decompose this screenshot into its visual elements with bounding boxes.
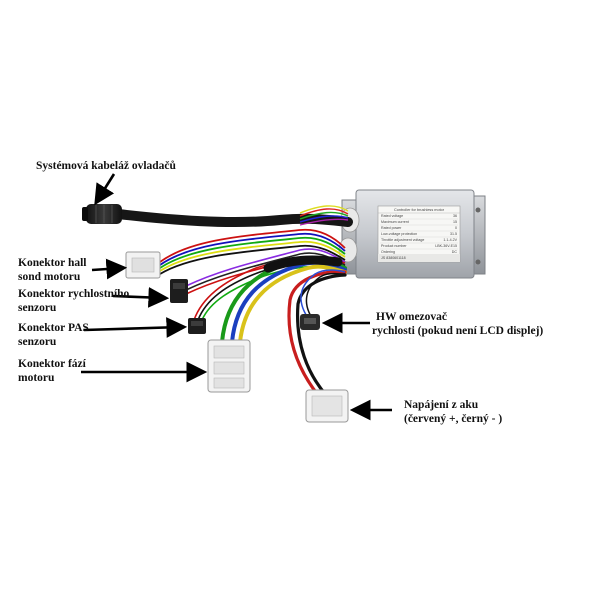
label-battery: Napájení z aku (červený +, černý - ) [404,398,502,426]
label-battery-line2: (červený +, černý - ) [404,413,503,425]
hall-connector [125,251,161,279]
label-limiter-line1: HW omezovač [376,311,448,323]
sticker-row: Product number LBK-36V-E15 [379,243,459,249]
sticker-row-value: 0 [455,226,457,230]
sticker-title: Controller for brushless motor [393,208,444,212]
speed-sensor-connector [170,279,188,303]
sticker-row: Rated voltage 36 [379,213,459,219]
label-harness-text: Systémová kabeláž ovladačů [36,160,176,172]
sticker-row-key: Throttle adjustment voltage [381,238,425,242]
battery-connector [305,389,349,423]
sticker-row: Rated power 0 [379,225,459,231]
label-pas-line1: Konektor PAS [18,322,89,334]
label-hall-line1: Konektor hall [18,257,87,269]
sticker-row: Ordering DC [379,249,459,255]
label-battery-line1: Napájení z aku [404,399,479,411]
label-limiter-line2: rychlosti (pokud není LCD displej) [372,325,544,337]
sticker-row-value: 1.1-4.2V [443,238,457,242]
arrow-harness [94,173,116,206]
label-phase-line2: motoru [18,372,55,384]
label-limiter: HW omezovač rychlosti (pokud není LCD di… [372,310,543,338]
sticker-row-key: Low-voltage protection [381,232,418,236]
sticker-row-value: 31.5 [450,232,457,236]
label-speed-line1: Konektor rychlostního [18,288,130,300]
label-phase-line1: Konektor fází [18,358,86,370]
label-harness: Systémová kabeláž ovladačů [36,159,176,173]
sticker-row-key: Maximum current [381,220,409,224]
sticker-row-value: DC [451,250,457,254]
label-speed: Konektor rychlostního senzoru [18,287,129,315]
annotation-arrows [81,173,392,421]
label-pas: Konektor PAS senzoru [18,321,89,349]
sticker-row-key: Rated power [381,226,402,230]
label-speed-line2: senzoru [18,302,57,314]
sticker-row-value: 36 [453,214,457,218]
label-pas-line2: senzoru [18,336,57,348]
arrow-pas [83,317,188,338]
controller-housing [338,189,486,279]
sticker-row-key: Product number [381,244,407,248]
label-phase: Konektor fází motoru [18,357,86,385]
sticker-row-value: 15 [453,220,457,224]
sticker-row-key: Ordering [381,250,395,254]
label-hall-line2: sond motoru [18,271,81,283]
phase-connector [207,339,251,393]
sticker-serial: JS 8380601118 [381,256,406,260]
sticker-row-key: Rated voltage [381,214,404,218]
sticker-row-value: LBK-36V-E15 [435,244,457,248]
arrow-speed [112,286,170,308]
sticker-row: Low-voltage protection 31.5 [379,231,459,237]
sticker-row: Maximum current 15 [379,219,459,225]
label-hall: Konektor hall sond motoru [18,256,86,284]
sticker-row: Throttle adjustment voltage 1.1-4.2V [379,237,459,243]
arrow-hall [91,258,128,280]
controller-sticker: Controller for brushless motor Rated vol… [379,207,459,262]
